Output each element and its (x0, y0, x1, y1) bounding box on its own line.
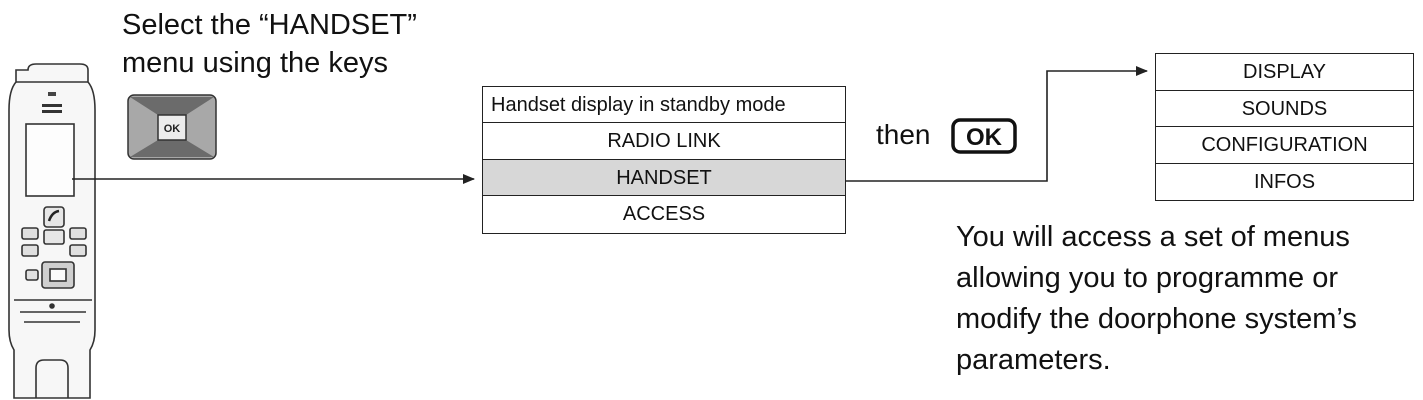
arrow-to-sub-menu (846, 66, 1148, 182)
ok-key-icon: OK (951, 118, 1017, 154)
menu-item-standby-display[interactable]: Handset display in standby mode (483, 87, 845, 124)
note-line-2: allowing you to programme or (956, 262, 1339, 294)
sub-menu-item-infos[interactable]: INFOS (1253, 170, 1316, 193)
note-line-4: parameters. (956, 344, 1111, 376)
keypad-ok-label: OK (164, 123, 181, 135)
sub-menu-item-sounds[interactable]: SOUNDS (1156, 91, 1413, 127)
then-label: then (876, 119, 931, 150)
note-line-3: modify the doorphone system’s (956, 303, 1357, 335)
handset-illustration (8, 63, 96, 399)
handset-sub-menu: DISPLAY SOUNDS CONFIGURATION INFOS (1155, 53, 1414, 201)
menu-item-radio-link[interactable]: RADIO LINK (483, 123, 845, 160)
sub-menu-item-configuration[interactable]: CONFIGURATION (1156, 127, 1413, 164)
ok-key-label: OK (966, 124, 1003, 151)
menu-item-handset[interactable]: HANDSET (483, 159, 845, 197)
instruction-line-1: Select the “HANDSET” (122, 9, 417, 41)
main-menu: Handset display in standby mode RADIO LI… (482, 86, 846, 234)
instruction-line-2: menu using the keys (122, 47, 388, 79)
menu-item-access[interactable]: ACCESS (622, 203, 706, 226)
navigation-keypad-icon: OK (127, 94, 217, 160)
sub-menu-item-display[interactable]: DISPLAY (1156, 54, 1413, 91)
note-line-1: You will access a set of menus (956, 221, 1350, 253)
